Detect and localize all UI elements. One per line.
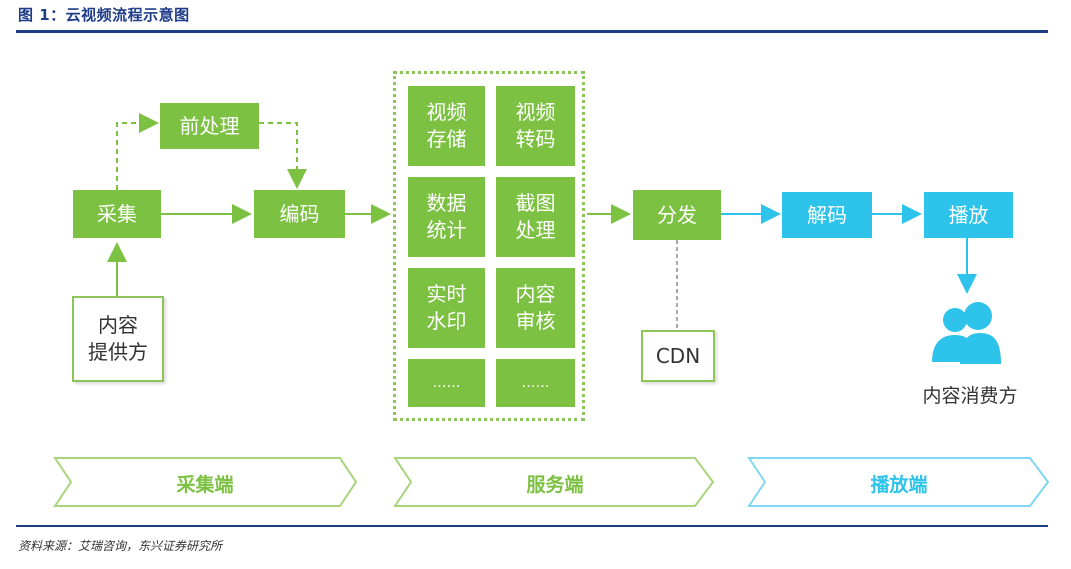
server-cell-video-storage: 视频 存储: [408, 86, 485, 166]
server-cell-realtime-watermark: 实时 水印: [408, 268, 485, 348]
bottom-rule: [16, 525, 1048, 527]
decode-node: 解码: [782, 192, 872, 238]
server-frame: [393, 71, 585, 421]
server-cell-video-transcode: 视频 转码: [496, 86, 575, 166]
stage-chevron-play: [747, 457, 1050, 507]
arrow-collect-preprocess: [116, 113, 159, 190]
content-provider-node: 内容 提供方: [72, 296, 164, 382]
preprocess-node: 前处理: [160, 103, 259, 149]
stage-chevron-collect: [53, 457, 358, 507]
stage-label-collect: 采集端: [176, 474, 234, 496]
cdn-node: CDN: [641, 330, 715, 382]
server-cell-data-statistics: 数据 统计: [408, 177, 485, 257]
content-consumer-label: 内容消费方: [922, 385, 1018, 407]
stage-label-server: 服务端: [526, 474, 584, 496]
top-rule: [16, 30, 1048, 33]
distribute-node: 分发: [633, 190, 721, 240]
stage-chevron-server: [393, 457, 715, 507]
collect-node: 采集: [73, 190, 161, 238]
server-cell-more-2: ……: [496, 359, 575, 407]
figure-title: 图 1：云视频流程示意图: [18, 6, 190, 24]
encode-node: 编码: [254, 190, 345, 238]
stage-label-play: 播放端: [870, 474, 928, 496]
server-cell-content-review: 内容 审核: [496, 268, 575, 348]
play-node: 播放: [924, 192, 1013, 238]
figure-source: 资料来源：艾瑞咨询，东兴证券研究所: [18, 539, 223, 553]
consumer-people-icon: [932, 302, 1001, 364]
arrow-preprocess-encode: [259, 122, 307, 189]
server-cell-more-1: ……: [408, 359, 485, 407]
server-cell-screenshot-processing: 截图 处理: [496, 177, 575, 257]
